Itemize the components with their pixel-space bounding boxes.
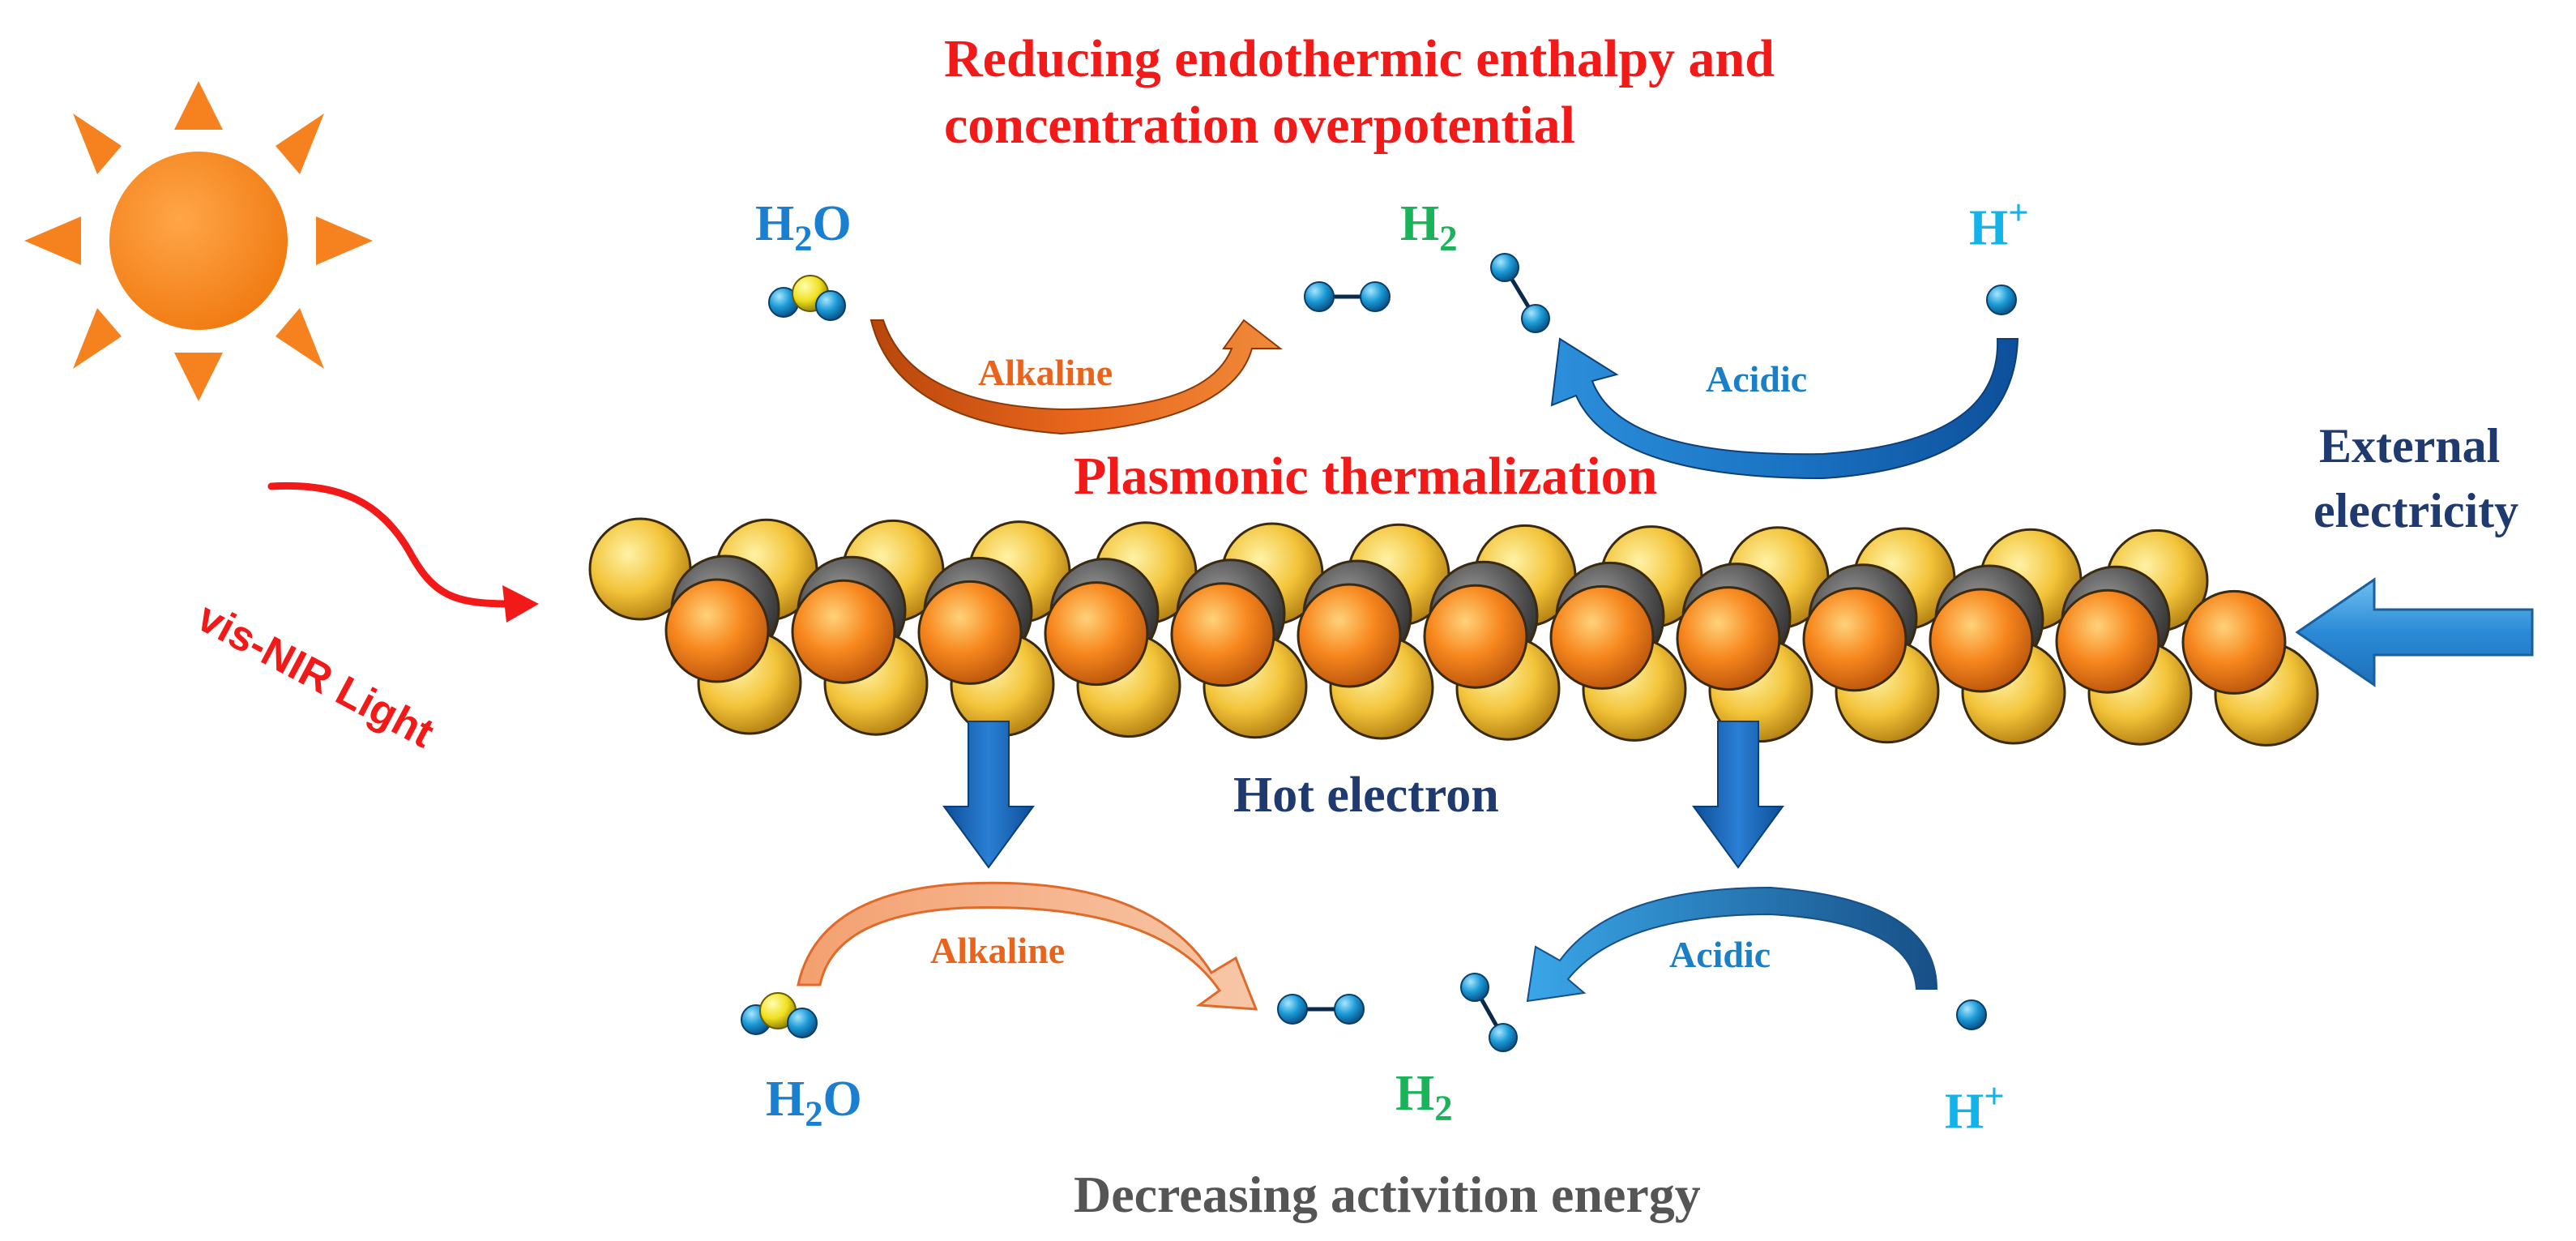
orange-atom (1170, 582, 1275, 687)
plasmonic-label: Plasmonic thermalization (1074, 447, 1658, 506)
top-h2-label: H2 (1400, 199, 1458, 256)
external-label-line-1: External (2319, 419, 2501, 473)
bottom-acidic-label: Acidic (1669, 934, 1771, 975)
bottom-caption: Decreasing activition energy (1074, 1166, 1701, 1223)
top-alkaline-arrow (869, 319, 1283, 435)
catalyst-sheet (588, 517, 2319, 747)
bottom-h2-h: H (1395, 1066, 1435, 1121)
bottom-hplus-label: H+ (1945, 1078, 2005, 1137)
bottom-h2-sub: 2 (1434, 1087, 1453, 1128)
bottom-proton-icon (1956, 999, 1987, 1030)
top-hydrogen-molecule-icon (1304, 281, 1391, 312)
bottom-alkaline-arrow (797, 881, 1258, 1011)
bottom-water-molecule-icon (741, 992, 818, 1038)
orange-atom (1549, 584, 1655, 690)
title-line-2: concentration overpotential (944, 96, 1576, 155)
orange-atom (791, 579, 896, 684)
bottom-hplus-h: H (1945, 1084, 1984, 1140)
bottom-alkaline-label: Alkaline (930, 930, 1066, 971)
orange-atom (1423, 584, 1528, 689)
top-h2-sub: 2 (1439, 217, 1458, 259)
top-hplus-h: H (1969, 200, 2009, 256)
top-acidic-label: Acidic (1706, 358, 1808, 400)
orange-atom (1676, 586, 1781, 691)
bottom-h2o-h: H (766, 1072, 805, 1127)
top-water-molecule-icon (768, 275, 846, 321)
hot-electron-label: Hot electron (1233, 768, 1499, 823)
top-hplus-label: H+ (1969, 195, 2029, 254)
hot-electron-arrow-right-icon (1692, 721, 1784, 869)
bottom-h2o-sub: 2 (805, 1093, 823, 1134)
top-h2o-h: H (755, 196, 795, 251)
top-h2o-o: O (812, 196, 852, 251)
top-hydrogen-molecule-tilted-icon (1490, 253, 1550, 333)
orange-atom (917, 580, 1023, 685)
top-h2o-label: H2O (755, 199, 852, 256)
top-proton-icon (1986, 285, 2017, 315)
bottom-hplus-sup: + (1984, 1076, 2005, 1116)
bottom-h2-label: H2 (1395, 1068, 1453, 1126)
electricity-arrow-icon (2295, 577, 2534, 687)
bottom-acidic-arrow (1526, 886, 1938, 1003)
bottom-hydrogen-molecule-tilted-icon (1460, 973, 1518, 1052)
orange-atom (2181, 589, 2287, 695)
orange-atom (1044, 581, 1149, 687)
bottom-h2o-o: O (822, 1072, 862, 1127)
orange-atom (1297, 583, 1402, 688)
orange-atom (1929, 588, 2034, 693)
bottom-hydrogen-molecule-icon (1277, 994, 1365, 1025)
top-h2-h: H (1400, 196, 1440, 251)
top-h2o-sub: 2 (794, 217, 813, 259)
orange-atom (2055, 588, 2160, 694)
orange-atom (664, 578, 770, 683)
top-acidic-arrow (1550, 337, 2019, 480)
top-alkaline-label: Alkaline (978, 352, 1113, 393)
sun-icon (24, 81, 373, 401)
orange-atom (1802, 587, 1907, 692)
bottom-h2o-label: H2O (766, 1074, 862, 1132)
light-wave-icon (267, 481, 539, 623)
external-label-line-2: electricity (2313, 484, 2519, 537)
hot-electron-arrow-left-icon (942, 721, 1035, 869)
title-line-1: Reducing endothermic enthalpy and (944, 29, 1775, 88)
top-hplus-sup: + (2008, 192, 2029, 233)
